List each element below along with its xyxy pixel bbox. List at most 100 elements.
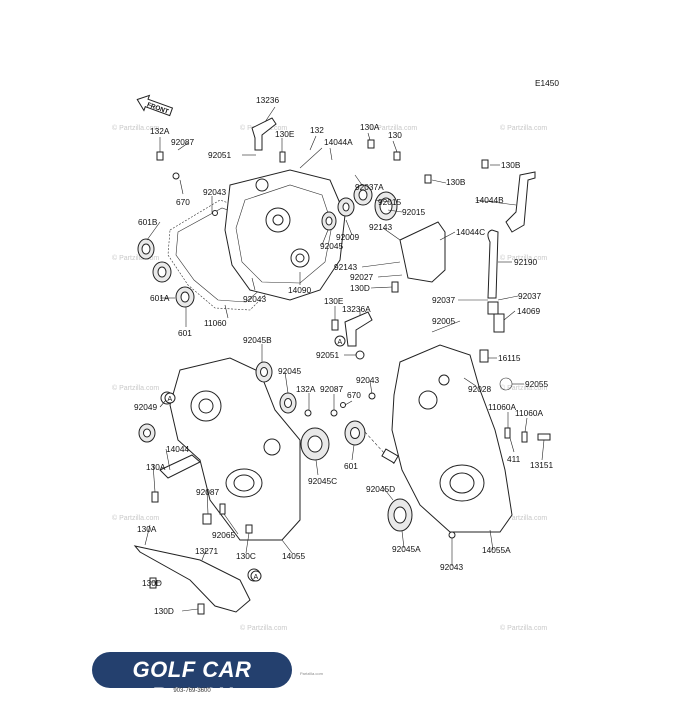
upper-gearcase-assembly (137, 117, 401, 311)
callout-14055: 14055 (282, 551, 305, 561)
callout-601A: 601A (150, 293, 170, 303)
callout-130E-b: 130E (324, 296, 344, 306)
callout-labels: 13236 132A 92087 130E 132 130A 130 92051… (134, 95, 553, 616)
crankcase-right (391, 344, 513, 533)
golf-car-ranch-logo: GOLF CAR RANCH 903-769-3600 (92, 652, 292, 708)
callout-92143-b: 92143 (334, 262, 357, 272)
callout-92045B: 92045B (243, 335, 272, 345)
callout-92027: 92027 (350, 272, 373, 282)
bracket-14044 (159, 454, 201, 479)
callout-132A: 132A (150, 126, 170, 136)
callout-130: 130 (388, 130, 402, 140)
watermark: © Partzilla.com (500, 514, 547, 522)
callout-92190: 92190 (514, 257, 537, 267)
callout-92043: 92043 (203, 187, 226, 197)
watermark: © Partzilla.com (500, 384, 547, 392)
callout-92055: 92055 (525, 379, 548, 389)
callout-92045-b: 92045 (278, 366, 301, 376)
callout-92049: 92049 (134, 402, 157, 412)
watermark: © Partzilla.com (500, 624, 547, 632)
leader-lines (144, 106, 545, 612)
ref-A: A (254, 574, 259, 581)
callout-130D-c: 130D (154, 606, 174, 616)
callout-14055A: 14055A (482, 545, 511, 555)
callout-130A: 130A (360, 122, 380, 132)
callout-92065: 92065 (212, 530, 235, 540)
guard-plate (133, 545, 251, 613)
callout-92143: 92143 (369, 222, 392, 232)
callout-130A-b: 130A (146, 462, 166, 472)
callout-13151: 13151 (530, 460, 553, 470)
callout-130D-b: 130D (142, 578, 162, 588)
callout-601: 601 (178, 328, 192, 338)
bracket (399, 221, 446, 283)
watermark: © Partzilla.com (240, 624, 287, 632)
callout-92028: 92028 (468, 384, 491, 394)
callout-92051-b: 92051 (316, 350, 339, 360)
front-arrow: FRONT (136, 94, 174, 117)
callout-14090: 14090 (288, 285, 311, 295)
shift-bracket-assembly (331, 159, 536, 391)
callout-670-b: 670 (347, 390, 361, 400)
logo-brand-text: GOLF CAR RANCH (132, 657, 252, 708)
callout-92015: 92015 (402, 207, 425, 217)
lower-left-case (133, 357, 330, 615)
callout-92087-c: 92087 (196, 487, 219, 497)
callout-92087: 92087 (171, 137, 194, 147)
callout-11060A-b: 11060A (515, 408, 543, 418)
callout-92051: 92051 (208, 150, 231, 160)
callout-92005: 92005 (432, 316, 455, 326)
callout-92015-b: 92015 (378, 197, 401, 207)
callout-130D: 130D (350, 283, 370, 293)
callout-130B: 130B (501, 160, 521, 170)
watermark: © Partzilla.com (500, 124, 547, 132)
callout-92009: 92009 (336, 232, 359, 242)
callout-13271: 13271 (195, 546, 218, 556)
fine-print: Partzilla.com (300, 671, 323, 676)
callout-13236A: 13236A (342, 304, 371, 314)
lower-right-case (304, 344, 551, 539)
callout-601B: 601B (138, 217, 158, 227)
crankcase-upper (224, 169, 346, 301)
callout-132: 132 (310, 125, 324, 135)
callout-92043-c: 92043 (356, 375, 379, 385)
diagram-code: E1450 (535, 78, 559, 88)
callout-11060A: 11060A (488, 402, 516, 412)
callout-92045C: 92045C (308, 476, 337, 486)
shift-lever (251, 117, 277, 151)
ref-A: A (338, 339, 343, 346)
callout-14044: 14044 (166, 444, 189, 454)
callout-92037: 92037 (432, 295, 455, 305)
callout-130E: 130E (275, 129, 295, 139)
callout-411: 411 (507, 454, 521, 464)
callout-92045: 92045 (320, 241, 343, 251)
callout-670: 670 (176, 197, 190, 207)
logo-phone: 903-769-3600 (173, 688, 211, 694)
callout-92037A: 92037A (355, 182, 384, 192)
callout-130B-b: 130B (446, 177, 466, 187)
callout-14044A: 14044A (324, 137, 353, 147)
callout-92087-b: 92087 (320, 384, 343, 394)
callout-92037-b: 92037 (518, 291, 541, 301)
callout-92043-b: 92043 (243, 294, 266, 304)
hose (487, 229, 499, 299)
callout-92045A: 92045A (392, 544, 421, 554)
callout-601-b: 601 (344, 461, 358, 471)
watermark: © Partzilla.com (112, 124, 159, 132)
callout-14044B: 14044B (475, 195, 504, 205)
watermark: © Partzilla.com (112, 514, 159, 522)
ref-A: A (168, 396, 173, 403)
callout-14069: 14069 (517, 306, 540, 316)
watermark: © Partzilla.com (370, 124, 417, 132)
logo-banner (92, 652, 292, 688)
callout-11060: 11060 (204, 318, 227, 328)
shift-lever-lower (344, 311, 373, 347)
watermark: © Partzilla.com (112, 384, 159, 392)
callout-92043-d: 92043 (440, 562, 463, 572)
callout-14044C: 14044C (456, 227, 485, 237)
callout-132A-b: 132A (296, 384, 316, 394)
callout-130A-c: 130A (137, 524, 157, 534)
callout-13236: 13236 (256, 95, 279, 105)
crankcase-left (169, 357, 301, 541)
